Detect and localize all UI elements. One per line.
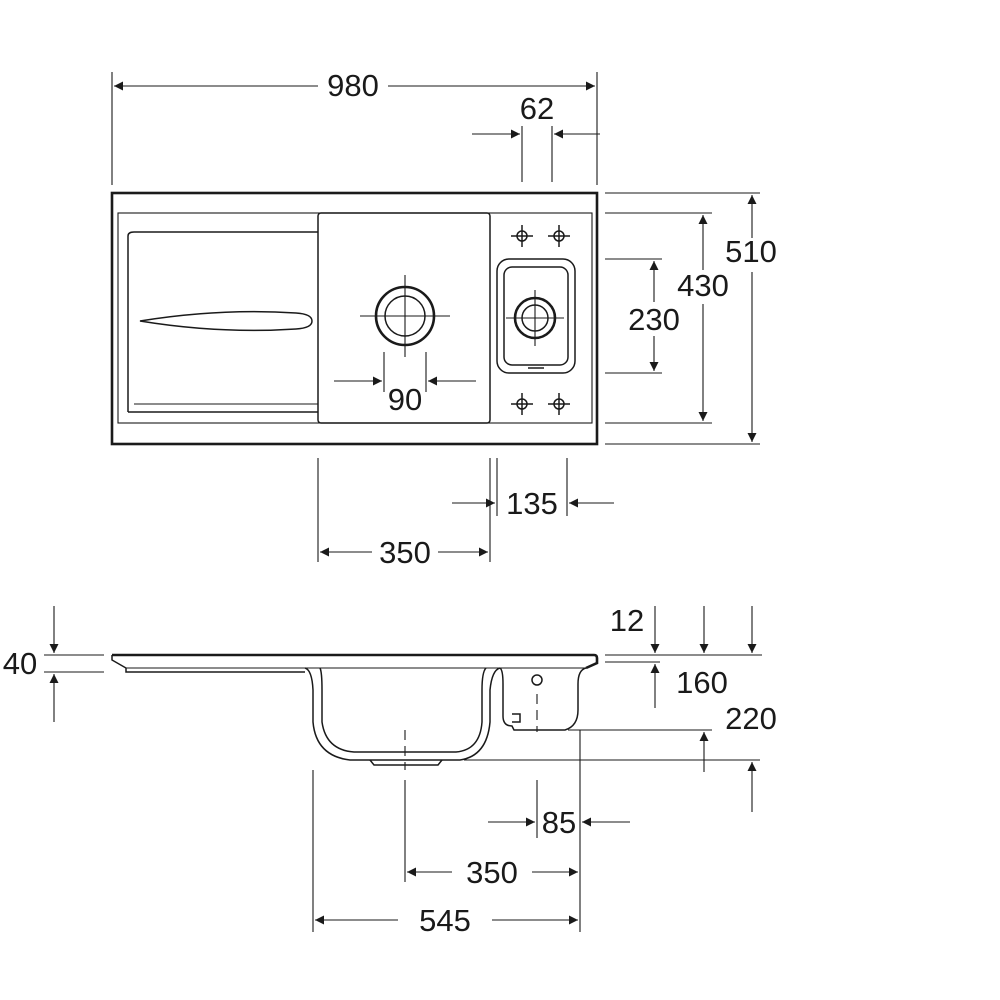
dim-main-bowl-width: 350 <box>317 458 491 570</box>
dim-label-12: 12 <box>610 603 644 638</box>
tap-hole-marker <box>548 225 570 247</box>
dim-small-waste-offset: 85 <box>488 730 630 932</box>
dim-label-980: 980 <box>327 68 379 103</box>
dim-inner-depth: 430 <box>605 212 729 424</box>
dim-waste-diameter: 90 <box>334 352 476 417</box>
dim-label-545: 545 <box>419 903 471 938</box>
dim-small-bowl-depth: 230 <box>605 258 680 374</box>
main-bowl-profile <box>304 667 501 761</box>
dim-waste-spacing: 350 <box>404 780 578 890</box>
dim-label-62: 62 <box>520 91 554 126</box>
dim-label-230: 230 <box>628 302 680 337</box>
dim-rim-thickness: 12 <box>605 603 762 708</box>
drainer-groove <box>139 310 313 332</box>
dim-overall-depth: 510 <box>605 192 777 445</box>
dim-overall-bowl-span: 545 <box>312 770 578 938</box>
small-bowl-profile <box>499 667 587 731</box>
dim-overall-width: 980 <box>111 68 598 185</box>
dim-label-430: 430 <box>677 268 729 303</box>
top-view: 980 62 510 430 <box>110 68 777 570</box>
dim-main-bowl-height: 220 <box>464 606 777 812</box>
dim-label-85: 85 <box>542 805 576 840</box>
dim-label-350-top: 350 <box>379 535 431 570</box>
dim-label-40: 40 <box>3 646 37 681</box>
dim-rim-height: 40 <box>3 606 104 722</box>
dim-tap-offset: 62 <box>472 91 600 182</box>
dim-small-bowl-height: 160 <box>568 606 728 772</box>
drainer-area <box>127 231 318 413</box>
dim-label-350-side: 350 <box>466 855 518 890</box>
dim-label-510: 510 <box>725 234 777 269</box>
dim-label-90: 90 <box>388 382 422 417</box>
dim-label-160: 160 <box>676 665 728 700</box>
tap-hole-markers <box>511 225 570 415</box>
sink-outline-top <box>110 191 599 446</box>
sink-outline-side <box>111 653 599 673</box>
small-bowl-top <box>496 258 576 374</box>
dim-small-bowl-width: 135 <box>452 458 614 521</box>
dim-label-135: 135 <box>506 486 558 521</box>
tap-hole-marker <box>548 393 570 415</box>
tap-hole-marker <box>511 393 533 415</box>
tap-hole-marker <box>511 225 533 247</box>
dim-label-220: 220 <box>725 701 777 736</box>
main-bowl-top <box>317 212 491 424</box>
side-view: 40 12 160 220 <box>3 603 777 938</box>
